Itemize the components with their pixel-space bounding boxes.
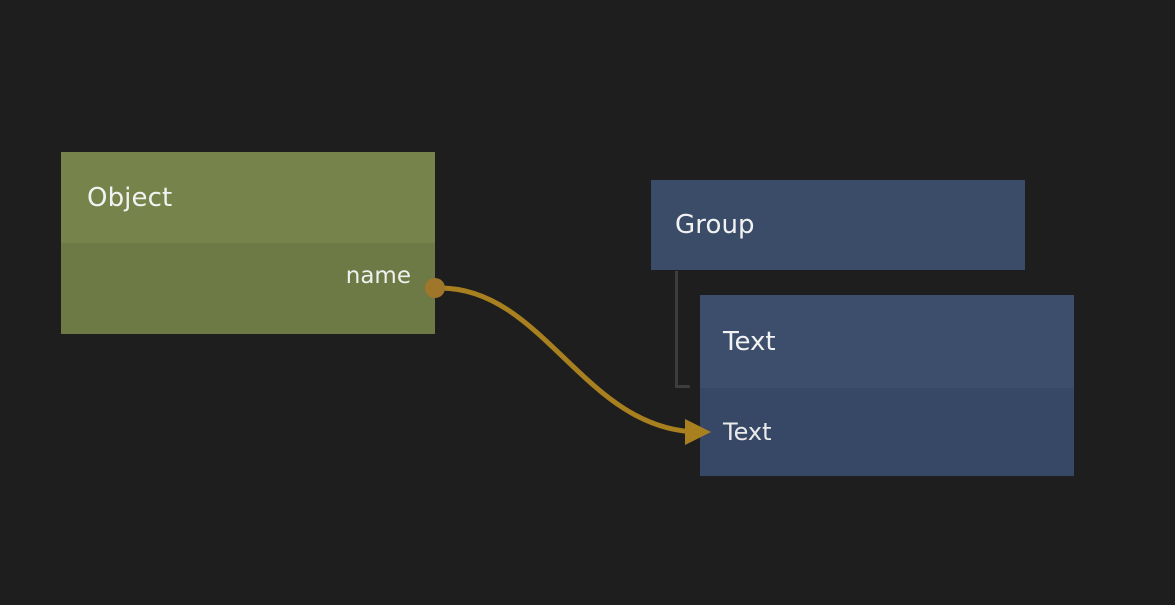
node-group[interactable]: Group <box>651 180 1025 270</box>
node-group-title: Group <box>675 210 755 240</box>
node-object-title: Object <box>87 182 173 213</box>
node-text-row[interactable]: Text <box>700 388 1074 476</box>
node-text-title: Text <box>723 326 776 357</box>
port-name-label: name <box>345 263 411 289</box>
node-object[interactable]: Object name <box>61 152 435 334</box>
node-object-header[interactable]: Object <box>61 152 435 243</box>
node-text-row-label: Text <box>723 418 772 446</box>
node-object-body[interactable]: name <box>61 243 435 334</box>
edge-group-bracket <box>675 271 690 388</box>
port-name-row[interactable]: name <box>346 265 411 288</box>
node-text[interactable]: Text Text <box>700 295 1074 476</box>
node-text-header[interactable]: Text <box>700 295 1074 388</box>
edge-name-to-text[interactable] <box>437 285 703 435</box>
